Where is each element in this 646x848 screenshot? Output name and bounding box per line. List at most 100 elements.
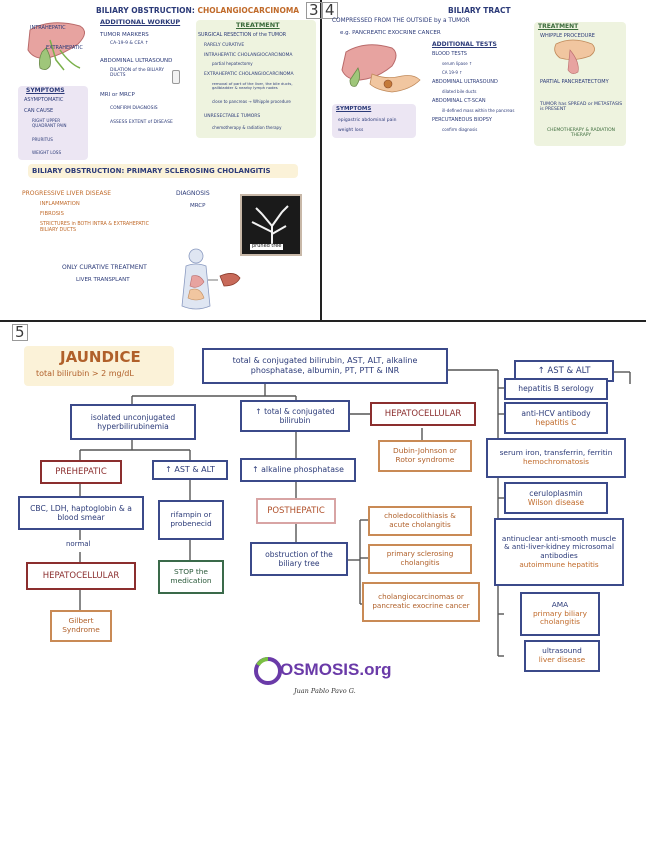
test-iron-label: serum iron, transferrin, ferritin xyxy=(499,448,613,458)
panel3-treatment-shade xyxy=(196,20,316,138)
psc-title: BILIARY OBSTRUCTION: PRIMARY SCLEROSING … xyxy=(32,167,271,175)
workup-item-0: TUMOR MARKERS xyxy=(100,32,149,38)
initial-labs-box: total & conjugated bilirubin, AST, ALT, … xyxy=(202,348,448,384)
osmosis-suffix: .org xyxy=(359,660,392,679)
test-4: dilated bile ducts xyxy=(442,89,477,94)
test-ama-label: AMA xyxy=(551,599,569,609)
test-ultrasound: ultrasound liver disease xyxy=(524,640,600,672)
psc-diag-item: MRCP xyxy=(190,203,206,209)
gilbert-box: Gilbert Syndrome xyxy=(50,610,112,642)
panel4-treatment-0: WHIPPLE PROCEDURE xyxy=(540,33,595,39)
osmosis-logo-text: OSMOSIS.org xyxy=(280,660,391,680)
psc-diag-header: DIAGNOSIS xyxy=(176,190,210,197)
panel4-treatment-2: TUMOR has SPREAD or METASTASIS is PRESEN… xyxy=(540,102,623,113)
sample-bottle-icon xyxy=(172,70,180,84)
test-5: ABDOMINAL CT-SCAN xyxy=(432,98,486,104)
panel4-lead1: COMPRESSED FROM THE OUTSIDE by a TUMOR xyxy=(332,18,470,24)
label-extrahepatic: EXTRAHEPATIC xyxy=(46,45,83,51)
psc-item-0: INFLAMMATION xyxy=(40,201,80,207)
posthepatic-box: POSTHEPATIC xyxy=(256,498,336,524)
panel3-title-prefix: BILIARY OBSTRUCTION: xyxy=(96,6,195,15)
dx-liver-disease: liver disease xyxy=(538,655,586,664)
panel4-title: BILIARY TRACT xyxy=(448,6,511,15)
psc-cure-item: LIVER TRANSPLANT xyxy=(76,277,130,283)
cause-choledocolithiasis: choledocolithiasis & acute cholangitis xyxy=(368,506,472,536)
test-iron: serum iron, transferrin, ferritin hemoch… xyxy=(486,438,626,478)
panel3-treatment-6: close to pancreas → Whipple procedure xyxy=(212,99,291,104)
workup-sub-2: CONFIRM DIAGNOSIS xyxy=(110,106,158,111)
workup-item-2: MRI or MRCP xyxy=(100,92,135,98)
psc-cure-header: ONLY CURATIVE TREATMENT xyxy=(62,264,147,271)
psc-lead: PROGRESSIVE LIVER DISEASE xyxy=(22,190,112,197)
workup-sub-0: CA-19-9 & CEA ↑ xyxy=(110,41,149,46)
obstruction-box: obstruction of the biliary tree xyxy=(250,542,348,576)
test-ceruloplasmin: ceruloplasmin Wilson disease xyxy=(504,482,608,514)
panel4-symptoms-shade xyxy=(332,104,416,138)
test-3: ABDOMINAL ULTRASOUND xyxy=(432,79,498,85)
jaundice-subtitle: total bilirubin > 2 mg/dL xyxy=(36,369,134,378)
panel3-symptom-2: RIGHT UPPER QUADRANT PAIN xyxy=(32,118,67,128)
psc-item-1: FIBROSIS xyxy=(40,211,64,217)
prehepatic-box: PREHEPATIC xyxy=(40,460,122,484)
normal-label: normal xyxy=(66,540,91,548)
panel4-treatment-3: CHEMOTHERAPY & RADIATION THERAPY xyxy=(546,128,616,139)
dx-hepatitis-c: hepatitis C xyxy=(535,418,577,427)
panel4-lead2: e.g. PANCREATIC EXOCRINE CANCER xyxy=(340,30,441,36)
panel3-treatment-5: removal of part of the liver, the bile d… xyxy=(212,81,293,91)
panel3-treatment-0: SURGICAL RESECTION of the TUMOR xyxy=(198,33,287,38)
test-ultrasound-label: ultrasound xyxy=(542,646,582,656)
panel4-treatment-1: PARTIAL PANCREATECTOMY xyxy=(540,79,609,85)
workup-item-1: ABDOMINAL ULTRASOUND xyxy=(100,58,173,64)
test-autoantibodies-label: antinuclear anti-smooth muscle & anti-li… xyxy=(501,533,617,560)
dx-pbc: primary biliary cholangitis xyxy=(532,608,588,627)
psc-title-shade xyxy=(28,164,298,178)
panel4-symptom-1: weight loss xyxy=(338,128,364,133)
dx-hemochromatosis: hemochromatosis xyxy=(523,457,589,466)
test-ceruloplasmin-label: ceruloplasmin xyxy=(529,488,583,498)
panel4-symptoms-header: SYMPTOMS xyxy=(336,106,372,112)
rifampin-box: rifampin or probenecid xyxy=(158,500,224,540)
test-autoantibodies: antinuclear anti-smooth muscle & anti-li… xyxy=(494,518,624,586)
page-number-3: 3 xyxy=(306,2,322,19)
panel3-symptom-3: PRURITUS xyxy=(32,137,53,142)
test-1: serum lipase ↑ xyxy=(442,61,473,66)
panel4-symptom-0: epigastric abdominal pain xyxy=(338,118,397,123)
test-0: BLOOD TESTS xyxy=(432,51,467,57)
stop-medication-box: STOP the medication xyxy=(158,560,224,594)
dx-wilson: Wilson disease xyxy=(527,498,585,507)
test-hep-b: hepatitis B serology xyxy=(504,378,608,400)
panel-divider-horizontal xyxy=(0,320,646,322)
panel3-treatment-1: RARELY CURATIVE xyxy=(204,43,245,48)
hepatocellular-mid-box: HEPATOCELLULAR xyxy=(370,402,476,426)
panel4-treatment-header: TREATMENT xyxy=(538,23,579,30)
test-hep-b-label: hepatitis B serology xyxy=(518,384,594,394)
psc-item-2: STRICTURES in BOTH INTRA & EXTRAHEPATIC … xyxy=(40,222,149,233)
panel3-symptom-1: CAN CAUSE xyxy=(24,108,54,114)
mrcp-pruned-tree-image: pruned tree xyxy=(240,194,302,256)
test-hcv: anti-HCV antibody hepatitis C xyxy=(504,402,608,434)
workup-sub-3: ASSESS EXTENT of DISEASE xyxy=(110,120,173,125)
panel3-title-suffix: CHOLANGIOCARCINOMA xyxy=(197,6,300,15)
test-8: confirm diagnosis xyxy=(442,127,478,132)
hepatocellular-left-box: HEPATOCELLULAR xyxy=(26,562,136,590)
panel3-symptoms-header: SYMPTOMS xyxy=(26,87,65,94)
cause-cholangiocarcinoma: cholangiocarcinomas or pancreatic exocri… xyxy=(362,582,480,622)
jaundice-title: JAUNDICE xyxy=(60,348,141,366)
osmosis-logo-icon xyxy=(254,657,282,685)
page-number-4: 4 xyxy=(322,2,338,19)
osmosis-logo: OSMOSIS.org xyxy=(254,656,404,686)
osmosis-wordmark: OSMOSIS xyxy=(280,660,360,679)
unconjugated-box: isolated unconjugated hyperbilirubinemia xyxy=(70,404,196,440)
test-6: ill-defined mass within the pancreas xyxy=(442,108,515,113)
jaundice-title-shade xyxy=(24,346,174,386)
cbc-box: CBC, LDH, haptoglobin & a blood smear xyxy=(18,496,144,530)
panel3-title: BILIARY OBSTRUCTION: CHOLANGIOCARCINOMA xyxy=(96,6,300,16)
mrcp-caption: pruned tree xyxy=(250,243,284,250)
test-ama: AMA primary biliary cholangitis xyxy=(520,592,600,636)
page-number-5: 5 xyxy=(12,324,28,341)
panel3-treatment-3: partial hepatectomy xyxy=(212,61,253,66)
panel3-treatment-2: INTRAHEPATIC CHOLANGIOCARCINOMA xyxy=(204,53,293,58)
author-signature: Juan Pablo Pavo G. xyxy=(294,687,356,695)
test-7: PERCUTANEOUS BIOPSY xyxy=(432,117,492,123)
panel3-treatment-4: EXTRAHEPATIC CHOLANGIOCARCINOMA xyxy=(204,72,294,77)
